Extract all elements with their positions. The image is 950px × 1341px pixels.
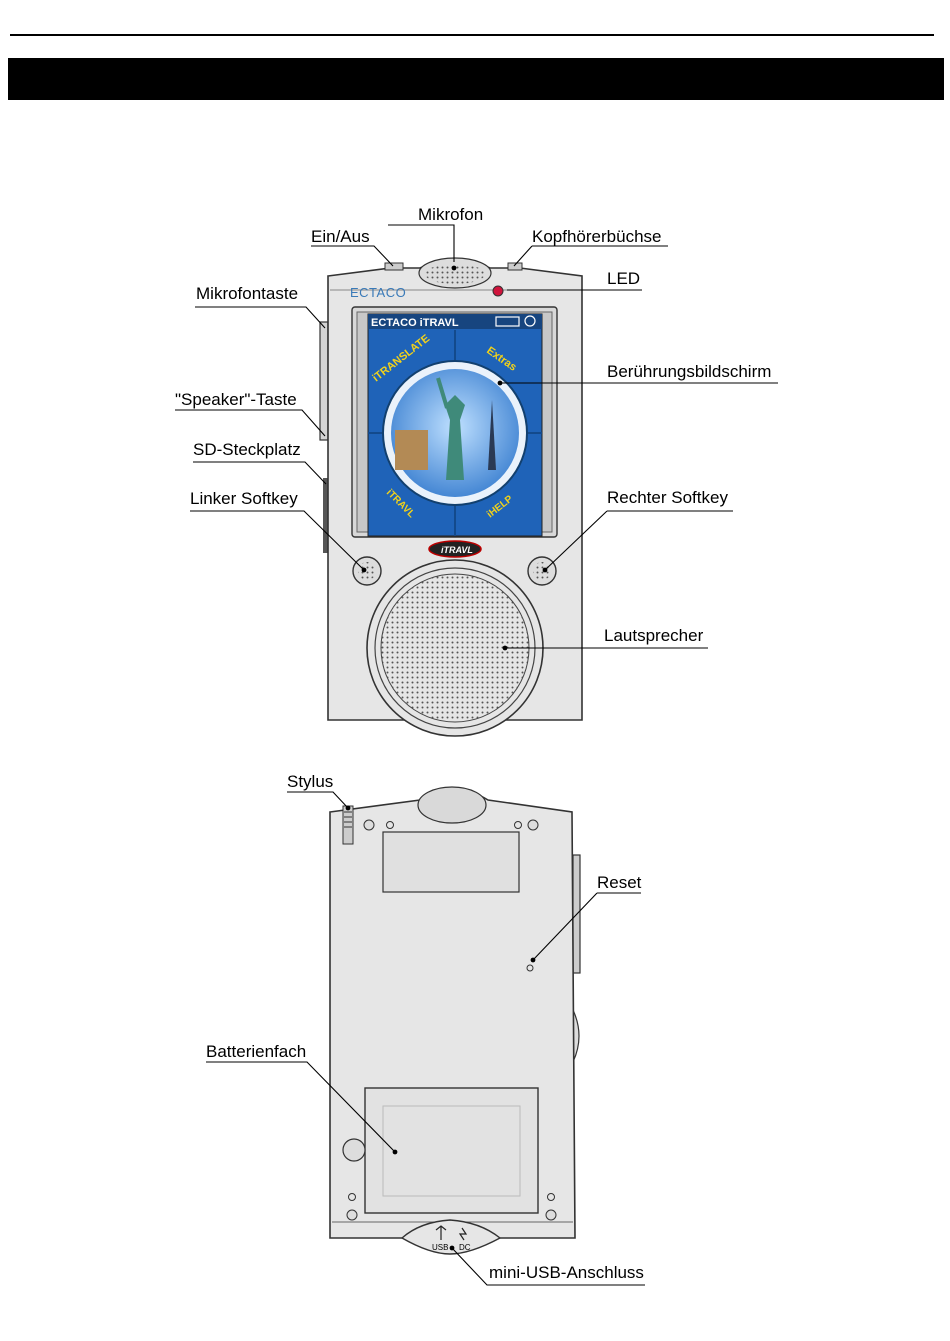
- label-batterienfach: Batterienfach: [206, 1042, 306, 1062]
- label-speaker-taste: "Speaker"-Taste: [175, 390, 297, 410]
- label-kopfhoerer: Kopfhörerbüchse: [532, 227, 661, 247]
- label-reset: Reset: [597, 873, 641, 893]
- screen-title: ECTACO iTRAVL: [371, 317, 459, 329]
- label-mikrofontaste: Mikrofontaste: [196, 284, 298, 304]
- label-sd-steckplatz: SD-Steckplatz: [193, 440, 301, 460]
- led-icon: [493, 286, 503, 296]
- colosseum-icon: [395, 430, 428, 470]
- front-view: [320, 258, 582, 736]
- label-rechter-softkey: Rechter Softkey: [607, 488, 728, 508]
- screw-icon: [528, 820, 538, 830]
- label-ein-aus: Ein/Aus: [311, 227, 370, 247]
- screw-icon: [347, 1210, 357, 1220]
- battery-lock-icon: [343, 1139, 365, 1161]
- label-led: LED: [607, 269, 640, 289]
- headphone-jack: [508, 263, 522, 270]
- screw-icon: [364, 820, 374, 830]
- screw-icon: [546, 1210, 556, 1220]
- usb-port-label: USB: [432, 1243, 448, 1252]
- label-touchscreen: Berührungsbildschirm: [607, 362, 771, 382]
- label-stylus: Stylus: [287, 772, 333, 792]
- label-linker-softkey: Linker Softkey: [190, 489, 298, 509]
- label-mini-usb: mini-USB-Anschluss: [489, 1263, 644, 1283]
- itravl-logo-text: iTRAVL: [441, 545, 473, 555]
- label-lautsprecher: Lautsprecher: [604, 626, 703, 646]
- mikrofontaste-button: [320, 322, 328, 440]
- power-button: [385, 263, 403, 270]
- back-view: USB DC: [330, 787, 580, 1254]
- label-mikrofon: Mikrofon: [418, 205, 483, 225]
- dc-port-label: DC: [459, 1243, 471, 1252]
- battery-compartment: [365, 1088, 538, 1213]
- brand-logo: ECTACO: [350, 285, 406, 300]
- label-plate: [383, 832, 519, 892]
